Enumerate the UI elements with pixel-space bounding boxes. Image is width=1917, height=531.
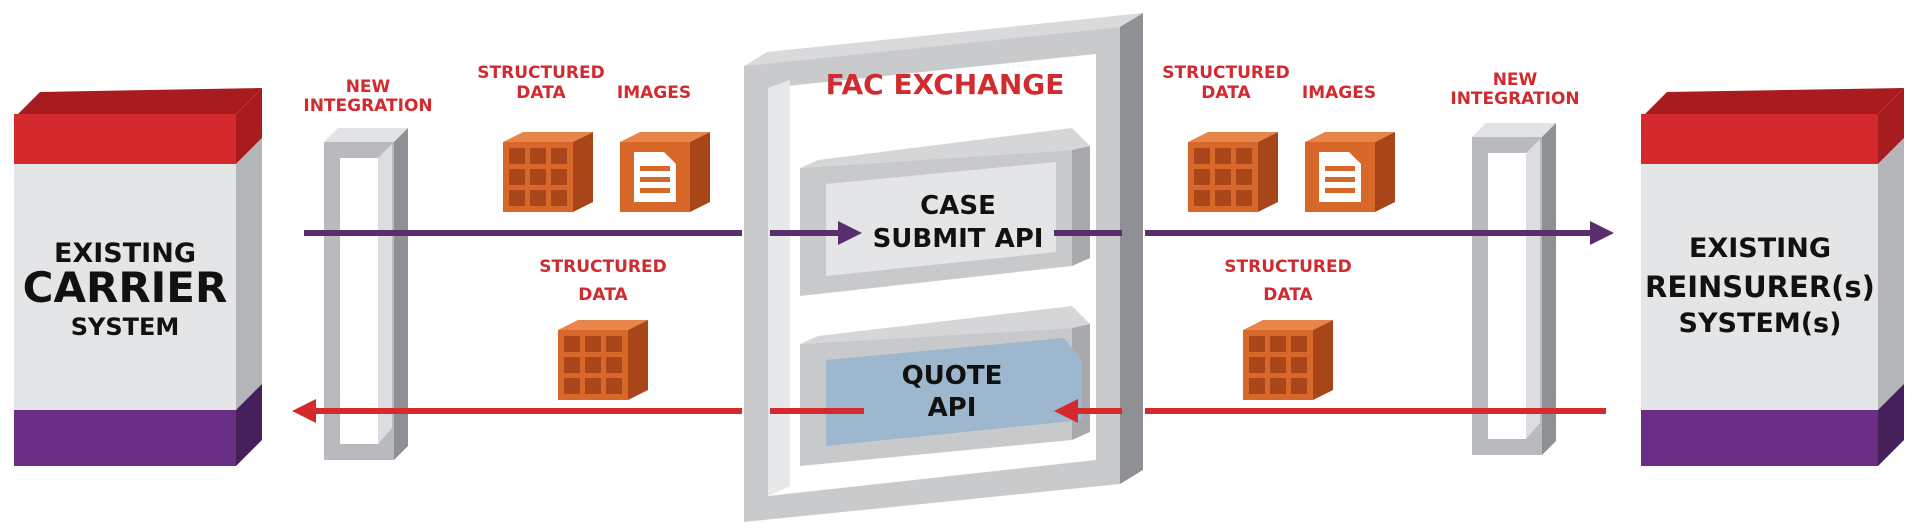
right-top-structured-block [1188,132,1278,212]
left-top-images-block [620,132,710,212]
left-top-structured-line2: DATA [516,83,566,103]
right-top-images-block [1305,132,1395,212]
right-top-images-label: IMAGES [1302,83,1376,103]
arrow-head-icon [292,399,316,423]
left-bottom-structured-line1: STRUCTURED [539,257,666,277]
carrier-line3: SYSTEM [71,313,180,341]
case-line1: CASE [920,191,996,221]
right-top-structured-line1: STRUCTURED [1162,63,1289,83]
quote-line2: API [928,393,977,423]
right-bottom-structured-line2: DATA [1263,285,1313,305]
quote-api-box: QUOTE API [800,306,1090,466]
left-top-images-label: IMAGES [617,83,691,103]
left-bottom-structured-block [558,320,648,400]
quote-flow-arrow [292,399,1606,423]
quote-line1: QUOTE [902,361,1003,391]
reinsurer-system-box: EXISTING REINSURER(s) SYSTEM(s) [1641,88,1904,466]
case-line2: SUBMIT API [873,224,1044,254]
carrier-line1: EXISTING [54,238,196,269]
left-top-structured-block [503,132,593,212]
case-submit-api-box: CASE SUBMIT API [800,128,1090,296]
right-bottom-structured-block [1243,320,1333,400]
reinsurer-line2: REINSURER(s) [1645,270,1875,304]
submission-flow-arrow [304,221,1614,245]
carrier-line2: CARRIER [23,263,228,312]
reinsurer-line1: EXISTING [1689,233,1831,264]
arrow-head-icon [838,221,862,245]
arrow-head-icon [1590,221,1614,245]
reinsurer-line3: SYSTEM(s) [1679,308,1842,339]
right-top-structured-line2: DATA [1201,83,1251,103]
left-top-structured-line1: STRUCTURED [477,63,604,83]
left-bottom-structured-line2: DATA [578,285,628,305]
right-bottom-structured-line1: STRUCTURED [1224,257,1351,277]
left-integration-line1: NEW [346,77,391,97]
exchange-title: FAC EXCHANGE [826,68,1065,101]
carrier-system-box: EXISTING CARRIER SYSTEM [14,88,262,466]
left-integration-line2: INTEGRATION [303,96,432,116]
arrow-head-icon [1054,399,1078,423]
right-integration-line1: NEW [1493,70,1538,90]
right-integration-line2: INTEGRATION [1450,89,1579,109]
right-integration-frame [1472,123,1556,455]
